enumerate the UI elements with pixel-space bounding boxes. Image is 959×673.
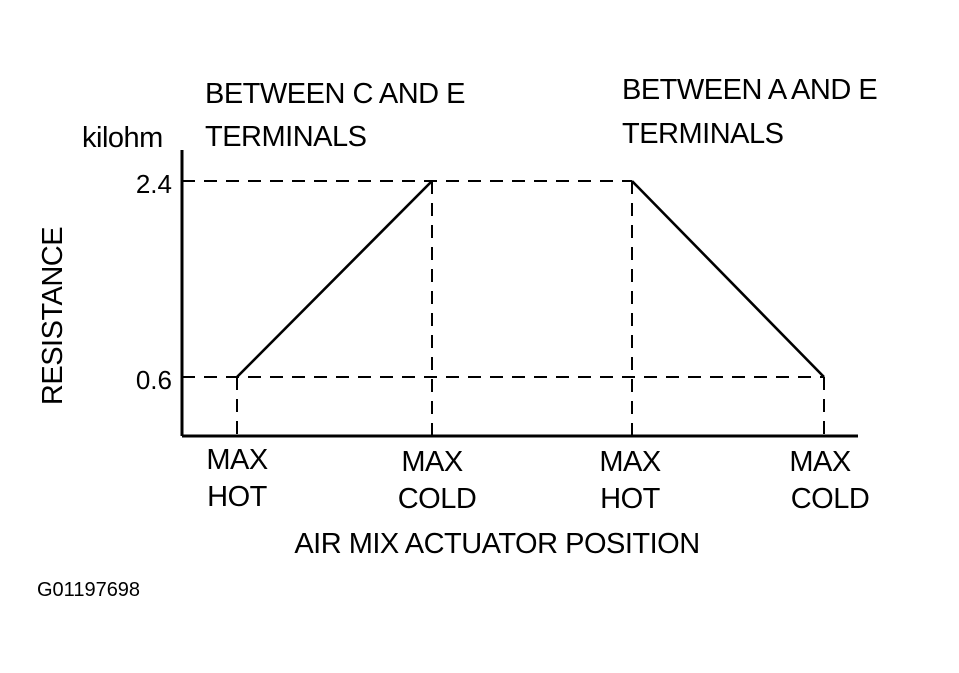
x-tick-label-3-line-2: HOT <box>600 483 661 515</box>
labels: BETWEEN C AND E TERMINALS BETWEEN A AND … <box>37 74 878 601</box>
x-axis-label: AIR MIX ACTUATOR POSITION <box>294 528 699 560</box>
guide-lines <box>182 180 825 436</box>
y-tick-label-0-6: 0.6 <box>136 365 172 395</box>
y-axis-unit: kilohm <box>82 122 163 154</box>
series-1-label-line-2: TERMINALS <box>205 121 367 153</box>
y-axis-label: RESISTANCE <box>37 227 69 405</box>
x-tick-label-2-line-1: MAX <box>401 446 463 478</box>
series-2-label-line-2: TERMINALS <box>622 118 784 150</box>
series-1-line <box>236 180 433 378</box>
x-tick-label-1-line-1: MAX <box>206 444 268 476</box>
x-tick-label-4-line-2: COLD <box>791 483 870 515</box>
series-lines <box>236 180 825 378</box>
series-1-label-line-1: BETWEEN C AND E <box>205 78 465 110</box>
x-tick-label-4-line-1: MAX <box>789 446 851 478</box>
x-tick-label-1-line-2: HOT <box>207 481 268 513</box>
series-2-line <box>631 180 825 378</box>
axes <box>180 150 858 438</box>
figure-code: G01197698 <box>37 579 140 601</box>
series-2-label-line-1: BETWEEN A AND E <box>622 74 877 106</box>
x-tick-label-2-line-2: COLD <box>398 483 477 515</box>
x-tick-label-3-line-1: MAX <box>599 446 661 478</box>
y-tick-label-2-4: 2.4 <box>136 169 172 199</box>
